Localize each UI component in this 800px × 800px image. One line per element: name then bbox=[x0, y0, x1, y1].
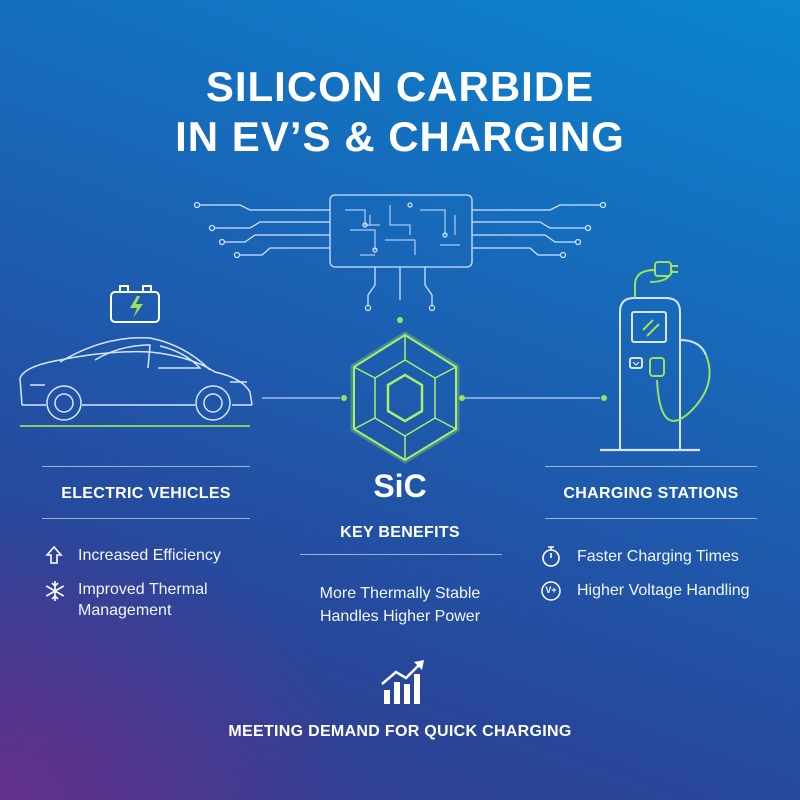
electric-car-icon bbox=[19, 336, 253, 427]
divider bbox=[42, 518, 250, 519]
higher-voltage-label: Higher Voltage Handling bbox=[577, 582, 750, 599]
connector-lines bbox=[262, 395, 607, 401]
improved-thermal-label-line1: Improved Thermal bbox=[78, 581, 208, 598]
growth-chart-icon bbox=[381, 660, 424, 704]
divider bbox=[300, 554, 502, 555]
connector-dot bbox=[397, 317, 403, 323]
title-line-1: SILICON CARBIDE bbox=[205, 63, 595, 110]
voltage-icon-text: V+ bbox=[545, 585, 557, 595]
battery-icon bbox=[110, 285, 160, 323]
snowflake-icon bbox=[44, 580, 66, 602]
benefit-item: Handles Higher Power bbox=[319, 608, 481, 625]
circuit-chip-icon bbox=[193, 194, 607, 312]
voltage-icon: V+ bbox=[540, 580, 562, 602]
arrow-up-icon bbox=[45, 545, 63, 565]
benefit-item: More Thermally Stable bbox=[319, 585, 481, 602]
charging-station-icon bbox=[600, 261, 711, 452]
footer-text: MEETING DEMAND FOR QUICK CHARGING bbox=[228, 723, 572, 740]
divider bbox=[545, 518, 757, 519]
stopwatch-icon bbox=[540, 544, 562, 568]
improved-thermal-label-line2: Management bbox=[78, 602, 172, 619]
sic-label: SiC bbox=[373, 468, 427, 504]
title-line-2: IN EV’S & CHARGING bbox=[175, 113, 625, 160]
divider bbox=[545, 466, 757, 467]
increased-efficiency-label: Increased Efficiency bbox=[78, 547, 221, 564]
charging-stations-heading: CHARGING STATIONS bbox=[563, 485, 739, 502]
sic-crystal-icon bbox=[350, 331, 460, 464]
divider bbox=[42, 466, 250, 467]
electric-vehicles-heading: ELECTRIC VEHICLES bbox=[61, 485, 231, 502]
faster-charging-label: Faster Charging Times bbox=[577, 548, 739, 565]
benefits-heading: KEY BENEFITS bbox=[340, 524, 460, 541]
